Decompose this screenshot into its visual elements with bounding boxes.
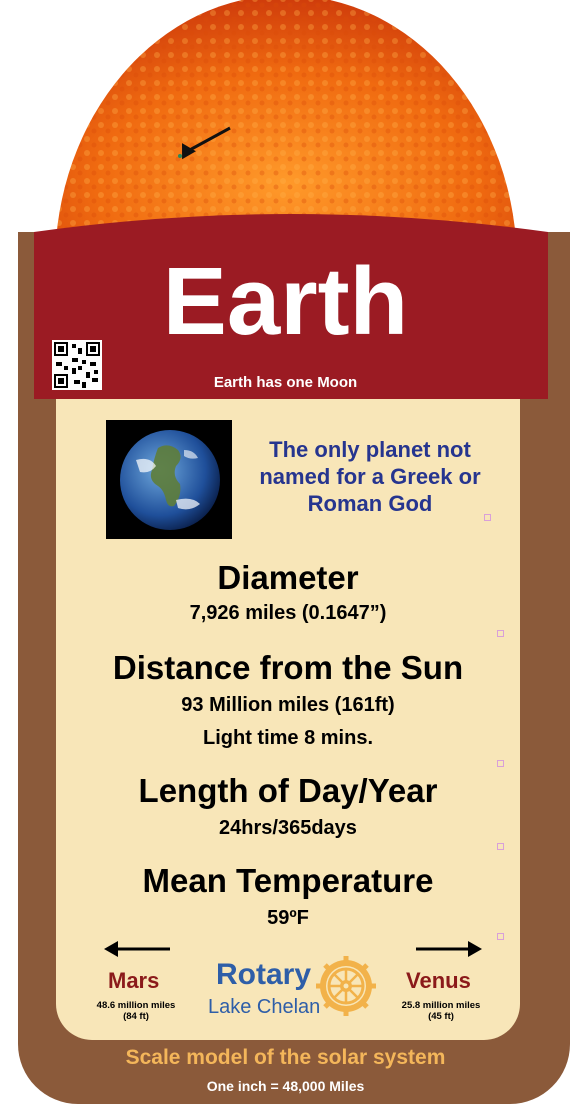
next-planet-distance: 25.8 million miles (45 ft)	[388, 1000, 494, 1022]
sponsor-location: Lake Chelan	[208, 996, 321, 1018]
earth-photo	[106, 420, 232, 539]
prev-planet-distance-line1: 48.6 million miles	[96, 1000, 176, 1011]
qr-code-icon[interactable]	[52, 340, 102, 390]
rotary-wheel-icon	[316, 956, 376, 1016]
registration-mark	[497, 843, 504, 850]
planet-title: Earth	[162, 248, 409, 355]
planet-fact: The only planet not named for a Greek or…	[259, 437, 481, 516]
next-planet-distance-line1: 25.8 million miles	[401, 1000, 481, 1011]
registration-mark	[497, 760, 504, 767]
temperature-value: 59ºF	[267, 907, 309, 929]
distance-label: Distance from the Sun	[112, 649, 464, 686]
diameter-value: 7,926 miles (0.1647”)	[189, 602, 387, 624]
day-year-label: Length of Day/Year	[138, 772, 438, 809]
arrow-left-icon[interactable]	[104, 940, 172, 958]
prev-planet-distance-line2: (84 ft)	[123, 1011, 149, 1022]
registration-mark	[497, 933, 504, 940]
registration-mark	[484, 514, 491, 521]
next-planet-label[interactable]: Venus	[406, 968, 471, 993]
earth-scale-pointer-icon	[178, 126, 231, 160]
light-time-value: Light time 8 mins.	[202, 727, 374, 749]
sponsor-name: Rotary	[216, 958, 312, 991]
footer-scale-title: Scale model of the solar system	[125, 1046, 446, 1069]
diameter-label: Diameter	[217, 559, 359, 596]
prev-planet-distance: 48.6 million miles (84 ft)	[86, 1000, 186, 1022]
day-year-value: 24hrs/365days	[219, 817, 357, 839]
distance-value: 93 Million miles (161ft)	[181, 694, 395, 716]
arrow-right-icon[interactable]	[414, 940, 482, 958]
title-banner	[34, 214, 548, 399]
moon-subtitle: Earth has one Moon	[213, 374, 358, 391]
next-planet-distance-line2: (45 ft)	[428, 1011, 454, 1022]
footer-scale-ratio: One inch = 48,000 Miles	[206, 1078, 365, 1094]
temperature-label: Mean Temperature	[142, 862, 434, 899]
prev-planet-label[interactable]: Mars	[108, 968, 160, 993]
registration-mark	[497, 630, 504, 637]
